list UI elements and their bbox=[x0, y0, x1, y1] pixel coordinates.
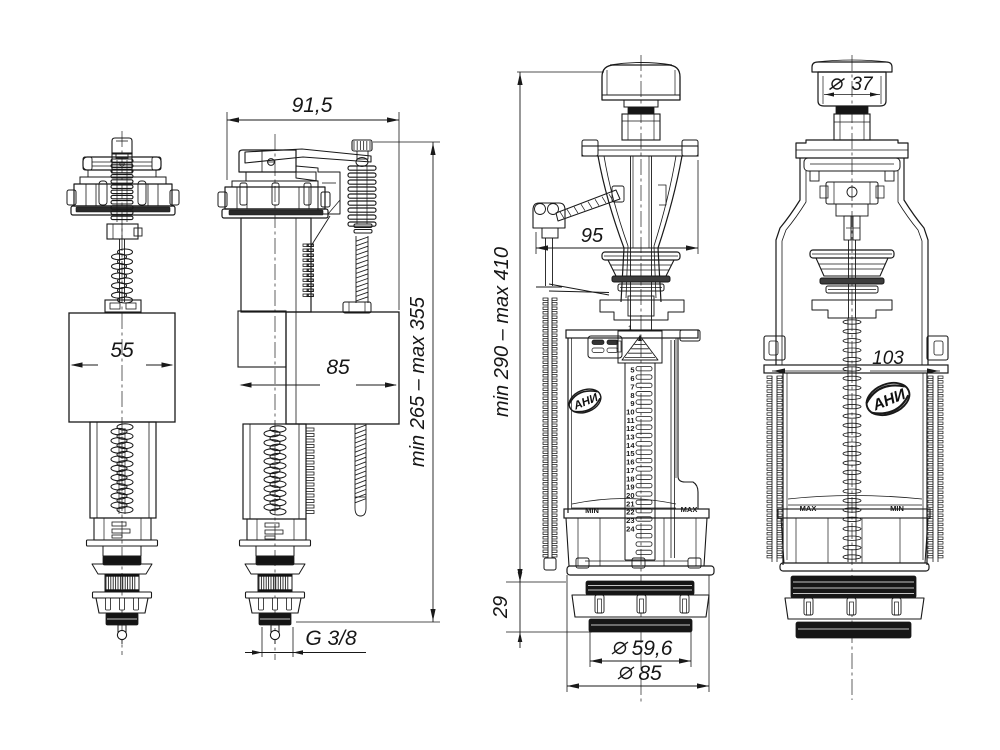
svg-text:min 265 – max 355: min 265 – max 355 bbox=[407, 296, 429, 467]
svg-text:MIN: MIN bbox=[585, 506, 599, 515]
svg-text:29: 29 bbox=[490, 596, 512, 619]
svg-text:1: 1 bbox=[628, 325, 632, 332]
svg-text:14: 14 bbox=[626, 441, 635, 450]
svg-text:23: 23 bbox=[626, 516, 634, 525]
svg-text:95: 95 bbox=[581, 225, 604, 247]
svg-text:7: 7 bbox=[630, 382, 634, 391]
svg-text:15: 15 bbox=[626, 449, 634, 458]
svg-text:55: 55 bbox=[110, 339, 134, 362]
svg-text:20: 20 bbox=[626, 491, 634, 500]
svg-text:6: 6 bbox=[630, 374, 634, 383]
svg-text:11: 11 bbox=[627, 416, 635, 425]
svg-text:10: 10 bbox=[626, 407, 634, 416]
svg-text:5: 5 bbox=[630, 366, 634, 375]
svg-text:103: 103 bbox=[872, 348, 904, 369]
svg-text:21: 21 bbox=[626, 499, 634, 508]
svg-text:19: 19 bbox=[626, 483, 634, 492]
svg-text:16: 16 bbox=[626, 458, 634, 467]
svg-text:85: 85 bbox=[638, 662, 662, 685]
svg-text:59,6: 59,6 bbox=[632, 637, 673, 660]
svg-text:18: 18 bbox=[626, 474, 634, 483]
svg-text:17: 17 bbox=[626, 466, 634, 475]
svg-text:8: 8 bbox=[630, 391, 634, 400]
svg-text:9: 9 bbox=[630, 399, 634, 408]
svg-text:22: 22 bbox=[626, 508, 634, 517]
svg-text:G 3/8: G 3/8 bbox=[305, 627, 357, 650]
svg-text:min 290 – max 410: min 290 – max 410 bbox=[491, 247, 513, 417]
svg-text:12: 12 bbox=[626, 424, 634, 433]
svg-text:13: 13 bbox=[626, 433, 634, 442]
svg-text:24: 24 bbox=[626, 524, 635, 533]
svg-text:37: 37 bbox=[851, 74, 874, 95]
svg-text:91,5: 91,5 bbox=[292, 94, 333, 117]
svg-text:85: 85 bbox=[326, 356, 350, 379]
